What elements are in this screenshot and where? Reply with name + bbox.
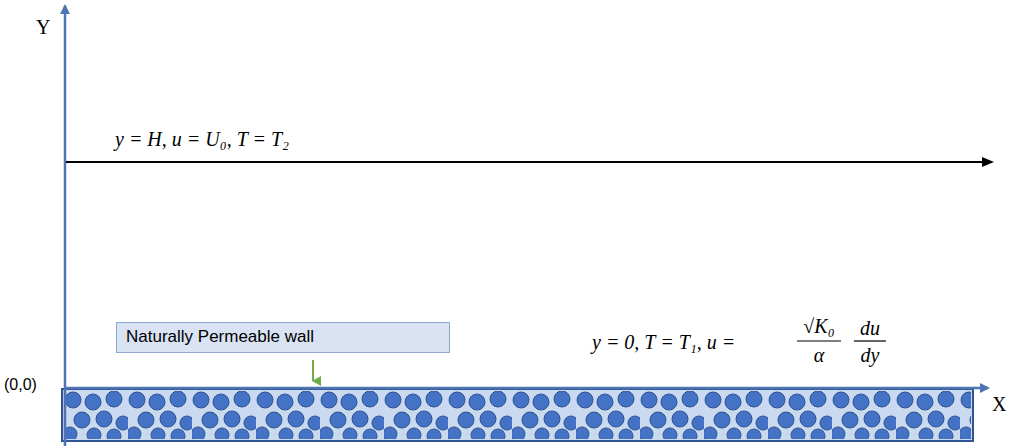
boundary-condition: y = H, u = U₀, T = T₂ <box>115 128 289 150</box>
x-axis <box>65 387 988 390</box>
fraction-numerator: du <box>848 317 892 339</box>
fraction-bar <box>797 340 841 341</box>
fraction-denominator: dy <box>848 344 892 366</box>
box-text: Naturally Permeable wall <box>126 327 440 347</box>
origin-label: (0,0) <box>4 376 37 394</box>
fraction-numerator: √K₀ <box>789 315 849 337</box>
pointer-arrow <box>312 360 314 381</box>
boundary-condition: y = 0, T = T₁, u = <box>592 331 735 353</box>
fraction-denominator: α <box>789 344 849 366</box>
porous-layer <box>62 389 973 441</box>
fraction-bar <box>854 340 886 341</box>
upper-plate <box>66 161 992 163</box>
axis-label: X <box>992 393 1006 415</box>
y-axis <box>64 6 67 446</box>
porous-beads <box>64 391 971 439</box>
axis-label: Y <box>36 16 50 38</box>
label-box: Naturally Permeable wall <box>116 322 450 353</box>
